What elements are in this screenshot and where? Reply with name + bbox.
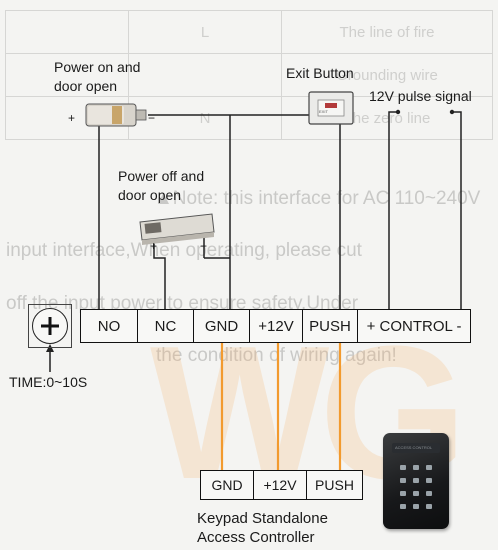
keypad-display [392, 443, 440, 453]
wire-pulse-minus [452, 111, 462, 309]
power-off-label-line2: door open [118, 187, 182, 203]
keypad-terminal-push: PUSH [315, 477, 354, 493]
exit-button-label: Exit Button [286, 65, 354, 81]
keypad-terminal-gnd: GND [201, 471, 254, 499]
keypad-caption-line1: Keypad Standalone [197, 510, 328, 527]
keypad-key-icon [400, 465, 406, 470]
keypad-terminal-block: GND +12V PUSH [200, 470, 363, 500]
background-table: L The line of fire Grounding wire N The … [5, 10, 493, 140]
lock-on-plus-sign: + [68, 111, 76, 125]
wire-nc [153, 237, 166, 309]
table-cell: The line of fire [281, 10, 493, 54]
keypad-key-icon [426, 465, 432, 470]
keypad-key-icon [426, 504, 432, 509]
main-terminal-block: NO NC GND +12V PUSH + CONTROL - [80, 309, 471, 343]
terminal-12v: +12V [250, 310, 303, 342]
terminal-push: PUSH [303, 310, 358, 342]
keypad-key-icon [426, 478, 432, 483]
terminal-gnd: GND [194, 310, 250, 342]
lock-off-plus-sign: + [150, 239, 158, 253]
keypad-top-text: ACCESS CONTROL [395, 445, 433, 450]
keypad-key-icon [400, 504, 406, 509]
ghost-note-line: ▲Note: this interface for AC 110~240V [154, 188, 481, 209]
wire-pulse-plus [388, 111, 398, 309]
power-off-label-line1: Power off and [118, 168, 205, 184]
keypad-key-icon [413, 504, 419, 509]
exit-button-device [308, 91, 354, 125]
ghost-note-line: input interface,When operating, please c… [6, 240, 362, 261]
keypad-key-icon [426, 491, 432, 496]
power-on-label-line1: Power on and [54, 59, 141, 75]
time-range-label: TIME:0~10S [9, 374, 88, 390]
keypad-key-icon [413, 491, 419, 496]
plus-icon [41, 317, 59, 335]
terminal-no: NO [81, 310, 138, 342]
lock-power-on [85, 103, 147, 127]
time-adjust-knob[interactable] [32, 308, 68, 344]
time-arrow-head [46, 344, 54, 352]
lock-off-minus-sign: − [200, 239, 208, 253]
keypad-key-icon [413, 465, 419, 470]
time-adjust-frame [28, 304, 72, 348]
pulse-terminal-dot [449, 109, 455, 115]
table-cell: N [128, 96, 282, 140]
pulse-signal-label: 12V pulse signal [369, 88, 472, 104]
ghost-note-line: the condition of wiring again! [156, 345, 397, 366]
lock-power-off [139, 213, 215, 245]
pulse-terminal-dot [395, 109, 401, 115]
lock-on-minus-sign: − [148, 111, 156, 125]
terminal-nc: NC [138, 310, 194, 342]
ghost-note-line: off the input power to ensure safety.Und… [6, 293, 359, 314]
keypad-terminal-12v: +12V [254, 471, 307, 499]
keypad-key-icon [400, 478, 406, 483]
terminal-control: + CONTROL - [366, 317, 462, 335]
exit-button-face-text: EXIT [319, 109, 328, 114]
keypad-device: ACCESS CONTROL [383, 433, 449, 529]
power-on-label-line2: door open [54, 78, 118, 94]
keypad-caption-line2: Access Controller [197, 529, 315, 546]
keypad-key-icon [413, 478, 419, 483]
keypad-key-icon [400, 491, 406, 496]
table-cell [5, 53, 129, 97]
